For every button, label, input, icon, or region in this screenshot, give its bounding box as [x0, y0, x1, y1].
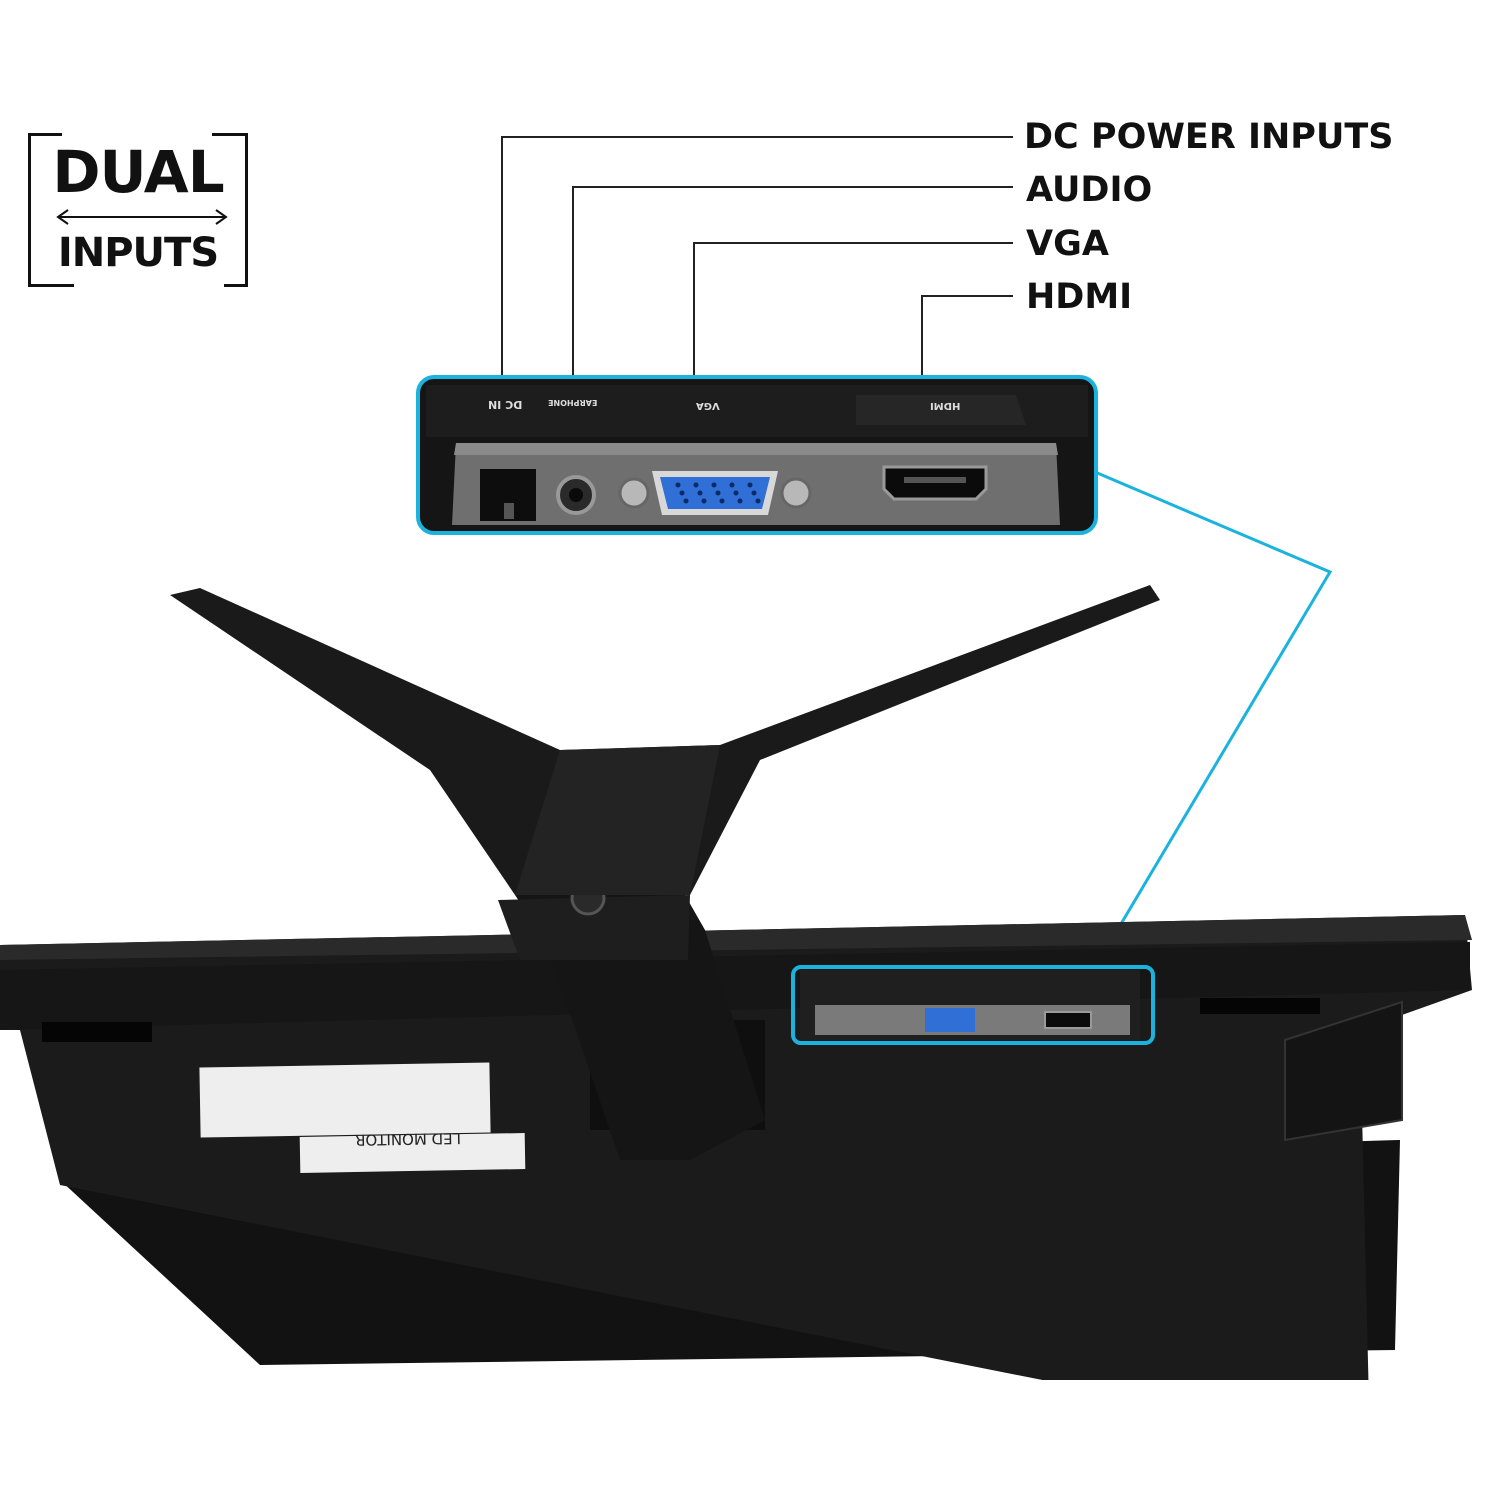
ports-zoom-panel — [416, 375, 1098, 535]
callout-hdmi: HDMI — [1026, 277, 1133, 317]
badge-title: DUAL — [52, 138, 224, 206]
dual-inputs-badge: DUAL INPUTS — [28, 129, 248, 287]
callout-dc-power: DC POWER INPUTS — [1024, 117, 1394, 157]
label-vga: VGA — [696, 400, 720, 411]
callout-audio: AUDIO — [1026, 170, 1153, 210]
callout-vga: VGA — [1026, 224, 1109, 264]
badge-subtitle: INPUTS — [57, 230, 219, 276]
label-dc-in: DC IN — [488, 398, 523, 411]
monitor-illustration — [0, 585, 1472, 1380]
double-arrow-icon — [56, 209, 228, 225]
sticker-title: LED MONITOR — [354, 1129, 462, 1149]
label-earphone: EARPHONE — [548, 398, 598, 407]
label-hdmi: HDMI — [930, 400, 961, 411]
